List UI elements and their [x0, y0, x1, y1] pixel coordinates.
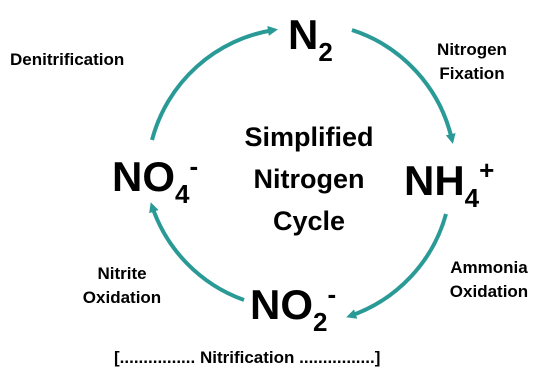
title-line-2: Nitrogen	[253, 164, 365, 194]
title-line-3: Cycle	[272, 206, 346, 236]
arrow-denitrification	[150, 25, 278, 141]
arrow-ammonia-oxidation	[346, 213, 448, 319]
species-nh4-sup: +	[479, 155, 495, 185]
label-denitrification: Denitrification	[10, 50, 125, 69]
species-nh4: NH4+	[404, 157, 494, 211]
label-nitrogen-fixation-line1: Nitrogen	[437, 40, 507, 59]
species-n2-sub: 2	[318, 37, 333, 67]
label-nitrite-oxidation-line2: Oxidation	[82, 288, 162, 307]
species-no4-sup: -	[189, 151, 199, 181]
species-no4: NO4-	[112, 153, 198, 207]
diagram-title: Simplified Nitrogen Cycle	[224, 116, 394, 242]
label-nitrogen-fixation: Nitrogen Fixation	[418, 38, 526, 86]
label-ammonia-oxidation-line1: Ammonia	[450, 258, 528, 277]
species-no4-sub: 4	[175, 179, 190, 209]
label-nitrite-oxidation-line1: Nitrite	[97, 264, 147, 283]
label-nitrite-oxidation: Nitrite Oxidation	[70, 262, 174, 310]
species-no2-sub: 2	[313, 307, 328, 337]
species-no4-base: NO	[112, 153, 175, 200]
species-no2: NO2-	[250, 281, 336, 335]
label-nitrogen-fixation-line2: Fixation	[439, 64, 505, 83]
species-nh4-sub: 4	[464, 183, 480, 213]
arrow-nitrogen-fixation	[351, 28, 456, 144]
label-ammonia-oxidation: Ammonia Oxidation	[434, 256, 544, 304]
title-line-1: Simplified	[244, 122, 374, 152]
species-nh4-base: NH	[404, 157, 465, 204]
label-nitrification: [................ Nitrification ........…	[114, 348, 381, 367]
species-n2-base: N	[288, 11, 319, 58]
species-no2-base: NO	[250, 281, 313, 328]
species-no2-sup: -	[327, 279, 337, 309]
species-n2: N2	[288, 11, 333, 66]
arrow-nitrite-oxidation	[149, 202, 245, 302]
label-ammonia-oxidation-line2: Oxidation	[449, 282, 529, 301]
